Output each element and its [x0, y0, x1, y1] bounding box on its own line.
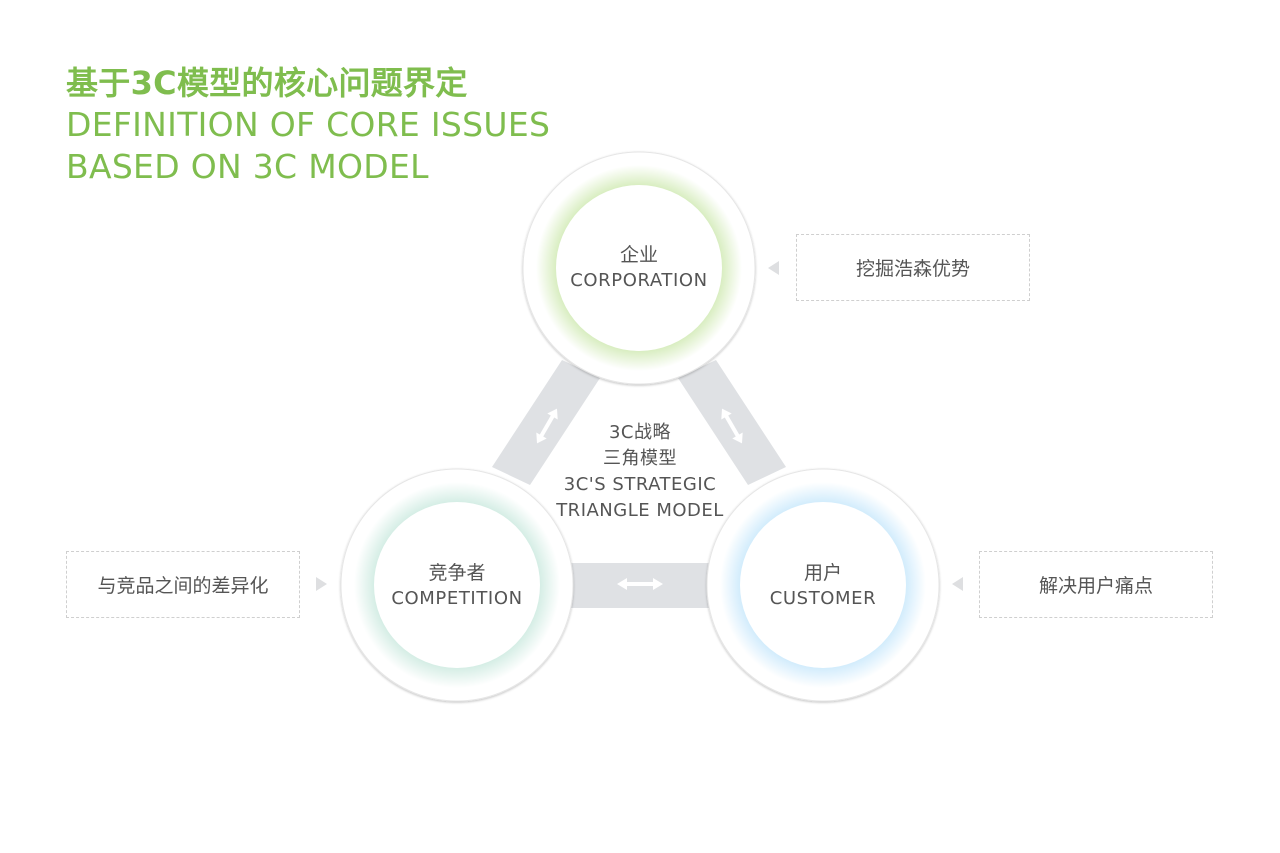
node-corporation-en: CORPORATION: [570, 270, 708, 291]
double-arrow-left-icon: [536, 408, 558, 444]
connector-corporation-competition: [492, 360, 600, 485]
center-cn-line-2: 三角模型: [603, 448, 677, 469]
node-corporation: 企业 CORPORATION: [539, 242, 739, 294]
side-note-competition: 与竞品之间的差异化: [66, 551, 300, 618]
center-en-line-1: 3C'S STRATEGIC: [563, 474, 717, 495]
node-customer-ring: [706, 468, 940, 702]
node-competition-ring: [340, 468, 574, 702]
center-label: 3C战略 三角模型 3C'S STRATEGIC TRIANGLE MODEL: [520, 420, 760, 524]
node-competition: 竞争者 COMPETITION: [357, 560, 557, 612]
node-customer: 用户 CUSTOMER: [723, 560, 923, 612]
node-competition-cn: 竞争者: [428, 562, 486, 584]
side-note-customer: 解决用户痛点: [979, 551, 1213, 618]
title-english-line-1: DEFINITION OF CORE ISSUES: [66, 105, 551, 144]
node-corporation-ring: [522, 151, 756, 385]
double-arrow-right-icon: [721, 408, 743, 444]
pointer-left-icon: [768, 261, 779, 275]
pointer-right-icon: [316, 577, 327, 591]
double-arrow-bottom-icon: [617, 578, 663, 590]
node-customer-cn: 用户: [803, 562, 842, 584]
node-corporation-cn: 企业: [619, 244, 658, 266]
side-note-corporation: 挖掘浩森优势: [796, 234, 1030, 301]
pointer-left-icon: [952, 577, 963, 591]
node-customer-en: CUSTOMER: [769, 588, 877, 609]
center-en-line-2: TRIANGLE MODEL: [556, 500, 724, 521]
node-competition-en: COMPETITION: [391, 588, 523, 609]
title-english-line-2: BASED ON 3C MODEL: [66, 147, 429, 186]
page-title: 基于3C模型的核心问题界定 DEFINITION OF CORE ISSUES …: [66, 62, 550, 188]
title-chinese: 基于3C模型的核心问题界定: [66, 64, 468, 102]
double-arrows: [536, 408, 743, 590]
center-cn-line-1: 3C战略: [608, 422, 672, 443]
